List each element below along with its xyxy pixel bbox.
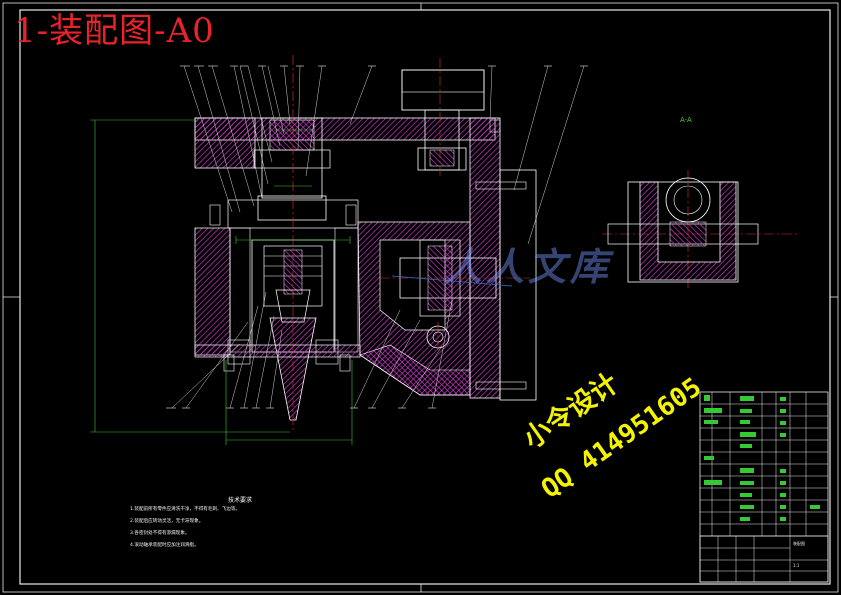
tech-requirements-heading: 技术要求 (228, 497, 253, 504)
drawing-title: 1-装配图-A0 (14, 11, 215, 51)
title-block (699, 391, 829, 583)
tech-note-4: 4.滚动轴承装配时应加注润滑脂。 (130, 543, 199, 548)
watermark-logo: 人人文库 (444, 245, 613, 289)
part-leader-ticks (166, 65, 588, 409)
title-block-scale: 1:1 (793, 563, 800, 568)
dimension-lines (90, 119, 353, 445)
section-view-a-a (607, 177, 759, 283)
section-view-label: A-A (680, 116, 692, 124)
part-leaders (171, 65, 585, 409)
title-block-marks (704, 395, 820, 521)
tech-note-1: 1.装配前所有零件应清洗干净，不得有毛刺、飞边等。 (130, 507, 241, 512)
tech-note-3: 3.各密封处不得有渗漏现象。 (130, 531, 190, 536)
tech-note-2: 2.装配后应转动灵活，无卡滞现象。 (130, 519, 204, 524)
title-block-drawing-name: 装配图 (793, 541, 805, 546)
main-assembly-view (194, 69, 537, 421)
